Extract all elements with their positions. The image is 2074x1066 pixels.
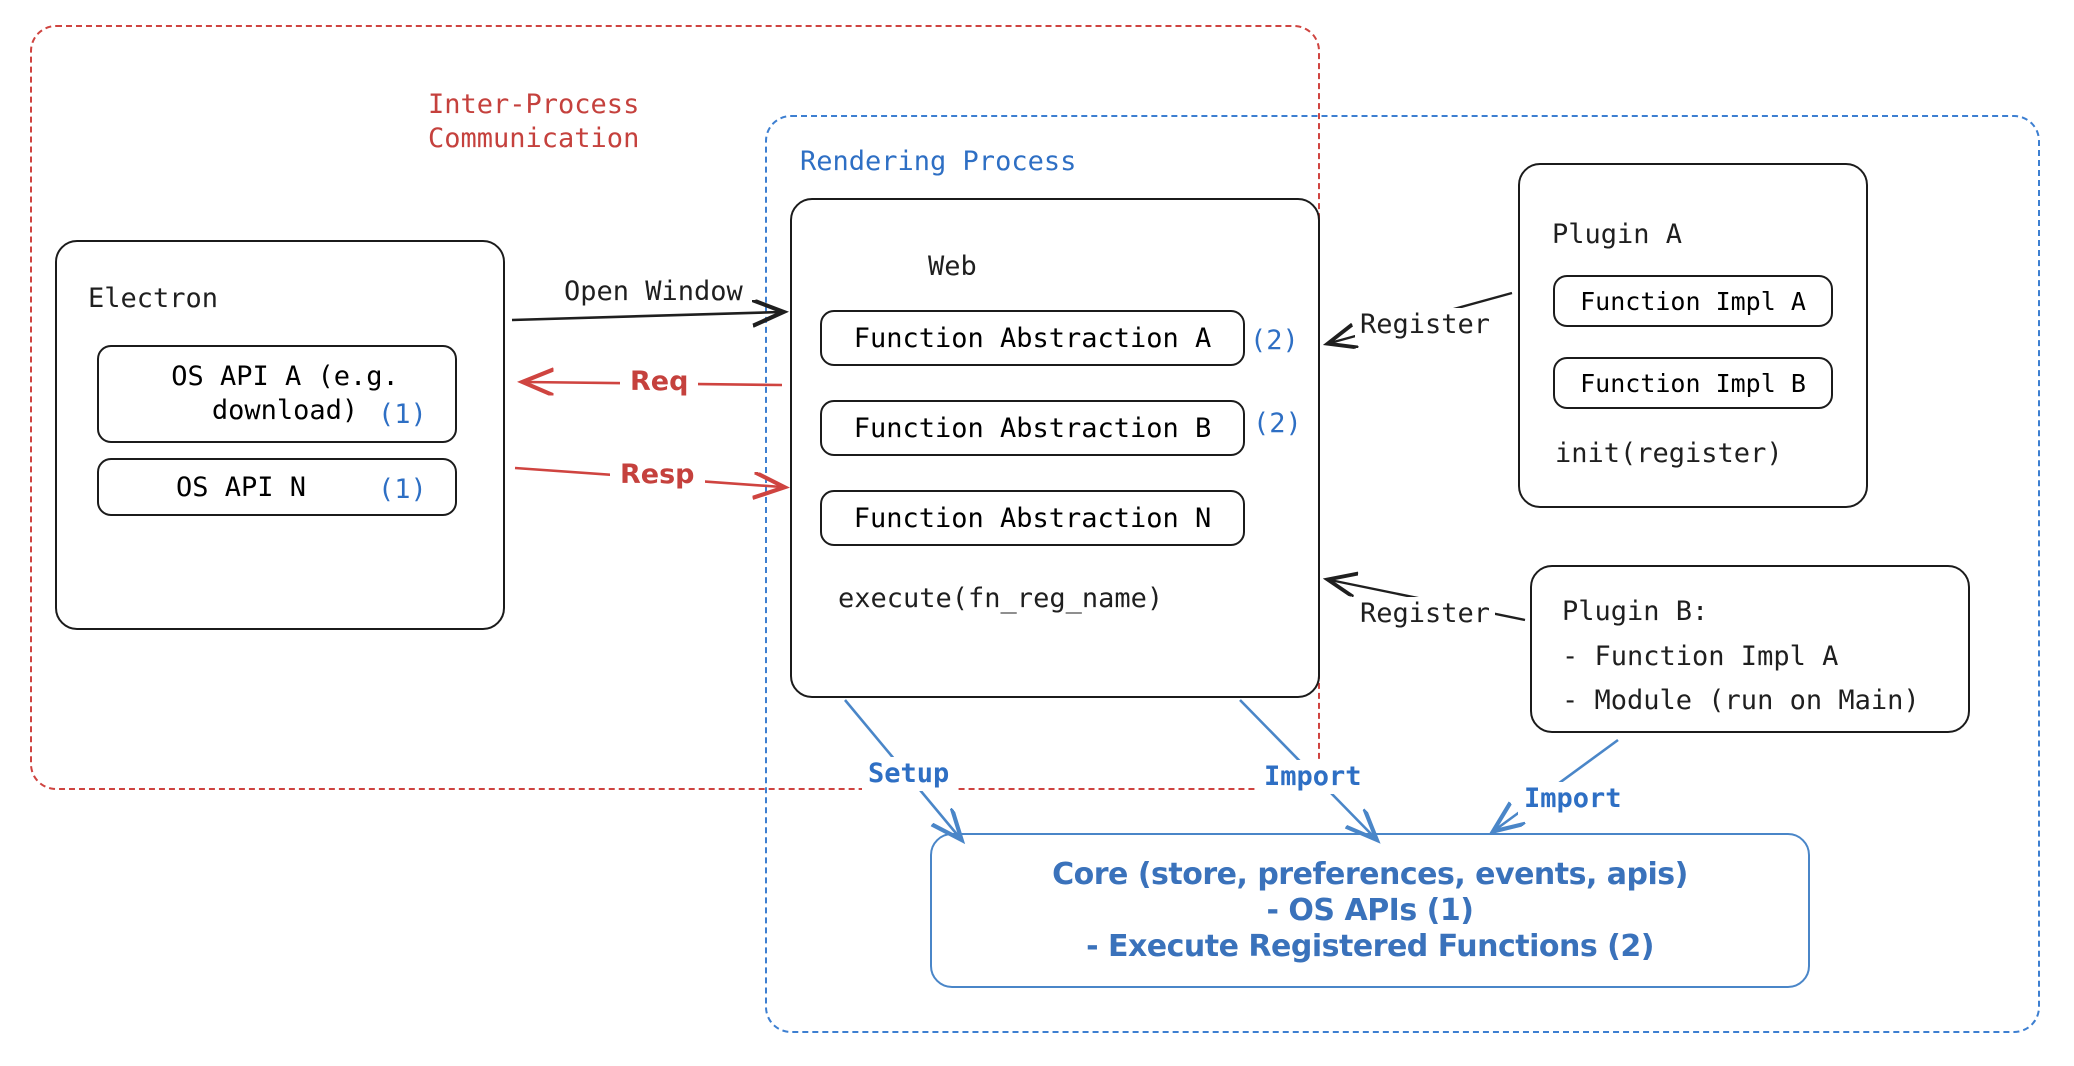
core-line-1: Core (store, preferences, events, apis) <box>1052 857 1688 892</box>
req-label: Req <box>620 365 699 399</box>
os-api-a-box[interactable]: OS API A (e.g. download) <box>97 345 457 443</box>
os-api-n-marker: (1) <box>378 474 427 505</box>
web-title: Web <box>928 251 977 282</box>
plugin-a-function-impl-b-label: Function Impl B <box>1580 368 1806 398</box>
os-api-n-label: OS API N <box>175 471 307 503</box>
function-abstraction-n-box[interactable]: Function Abstraction N <box>820 490 1245 546</box>
function-abstraction-b-marker: (2) <box>1253 408 1302 439</box>
core-line-3: - Execute Registered Functions (2) <box>1086 929 1654 964</box>
ipc-region-label-line1: Inter-Process <box>428 89 640 120</box>
register-a-label: Register <box>1355 308 1496 342</box>
function-abstraction-b-box[interactable]: Function Abstraction B <box>820 400 1245 456</box>
plugin-b-box <box>1530 565 1970 733</box>
import-plugin-label: Import <box>1518 782 1628 816</box>
os-api-n-box[interactable]: OS API N <box>97 458 457 516</box>
core-line-2: - OS APIs (1) <box>1266 893 1474 928</box>
register-b-label: Register <box>1355 597 1496 631</box>
function-abstraction-n-label: Function Abstraction N <box>853 502 1212 534</box>
electron-box <box>55 240 505 630</box>
plugin-a-box <box>1518 163 1868 508</box>
plugin-a-title: Plugin A <box>1552 219 1683 250</box>
setup-label: Setup <box>862 757 956 791</box>
electron-title: Electron <box>88 283 219 314</box>
os-api-a-marker: (1) <box>378 399 427 430</box>
plugin-a-function-impl-b-box[interactable]: Function Impl B <box>1553 357 1833 409</box>
import-web-label: Import <box>1258 760 1368 794</box>
web-box <box>790 198 1320 698</box>
function-abstraction-a-box[interactable]: Function Abstraction A <box>820 310 1245 366</box>
plugin-b-title: Plugin B: <box>1562 596 1709 627</box>
rendering-process-boundary <box>765 115 2040 1033</box>
plugin-b-line-1: - Function Impl A <box>1562 641 1839 672</box>
function-abstraction-a-marker: (2) <box>1250 325 1299 356</box>
plugin-b-line-2: - Module (run on Main) <box>1562 685 1920 716</box>
plugin-a-function-impl-a-label: Function Impl A <box>1580 286 1806 316</box>
os-api-a-label: OS API A (e.g. download) <box>171 361 399 426</box>
open-window-label: Open Window <box>558 275 749 309</box>
function-abstraction-a-label: Function Abstraction A <box>853 322 1212 354</box>
rendering-process-label: Rendering Process <box>800 146 1077 177</box>
ipc-region-label-line2: Communication <box>428 123 640 154</box>
web-execute-label: execute(fn_reg_name) <box>838 583 1164 614</box>
plugin-a-function-impl-a-box[interactable]: Function Impl A <box>1553 275 1833 327</box>
plugin-a-init-label: init(register) <box>1555 438 1783 469</box>
resp-label: Resp <box>610 458 705 492</box>
function-abstraction-b-label: Function Abstraction B <box>853 412 1212 444</box>
